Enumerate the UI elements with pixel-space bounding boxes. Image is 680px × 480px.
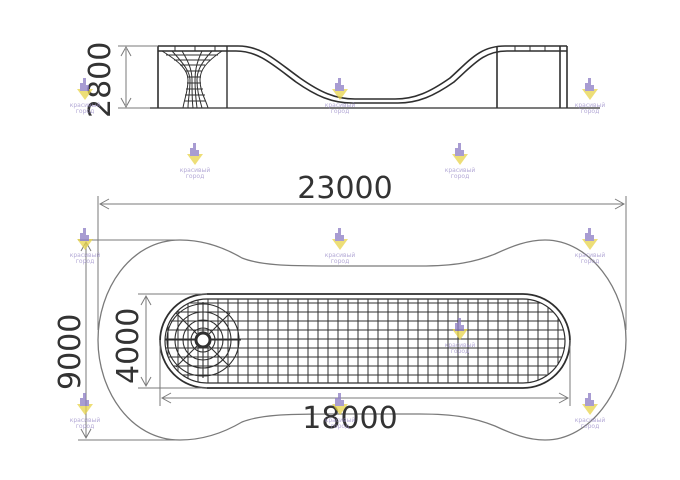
watermark-text: город (581, 423, 599, 430)
hourglass-net (161, 50, 223, 109)
frame-outline-inner (164, 298, 566, 384)
watermark-text: город (76, 258, 94, 265)
top-rail-upper (158, 45, 567, 100)
watermark-text: город (76, 423, 94, 430)
watermark-text: красивый (325, 252, 356, 259)
watermark-text: красивый (70, 417, 101, 424)
watermark-text: красивый (70, 102, 101, 109)
overall-length-label: 23000 (297, 171, 392, 206)
watermark-buildings (190, 143, 199, 156)
watermark-buildings (455, 318, 464, 331)
frame-outline-outer (159, 293, 571, 389)
watermark-buildings (585, 78, 594, 91)
watermark-text: город (581, 258, 599, 265)
safety-zone-outline (97, 239, 627, 441)
watermark-text: красивый (445, 342, 476, 349)
frame-length-label: 18000 (302, 401, 397, 436)
watermark-text: город (331, 258, 349, 265)
watermark-buildings (585, 228, 594, 241)
center-post (194, 331, 212, 349)
watermark-text: город (451, 173, 469, 180)
net-frame (159, 293, 571, 389)
watermark-text: красивый (575, 102, 606, 109)
watermark-triangle (77, 89, 93, 100)
watermark-buildings (335, 393, 344, 406)
watermark-buildings (585, 393, 594, 406)
watermark-text: красивый (70, 252, 101, 259)
watermark-triangle (452, 329, 468, 340)
watermark-text: город (331, 108, 349, 115)
watermark-text: красивый (575, 252, 606, 259)
circular-web (165, 302, 241, 378)
watermark-buildings (335, 228, 344, 241)
watermark-triangle (332, 239, 348, 250)
elevation-height-label: 2800 (83, 42, 118, 118)
watermark-text: город (451, 348, 469, 355)
side-elevation (150, 45, 600, 109)
watermark-triangle (77, 239, 93, 250)
overall-width-label: 9000 (53, 314, 88, 390)
watermark-buildings (80, 393, 89, 406)
plan-dimensions (78, 196, 627, 441)
watermark-text: город (76, 108, 94, 115)
watermark-text: город (581, 108, 599, 115)
watermark-layer: красивыйгородкрасивыйгородкрасивыйгородк… (70, 78, 606, 430)
watermark-text: красивый (445, 167, 476, 174)
watermark-text: красивый (180, 167, 211, 174)
watermark-buildings (335, 78, 344, 91)
watermark-triangle (332, 404, 348, 415)
elevation-height-dimension (118, 45, 158, 109)
frame-width-label: 4000 (111, 308, 146, 384)
watermark-text: город (186, 173, 204, 180)
watermark-triangle (582, 404, 598, 415)
top-rail-lower (158, 50, 567, 104)
top-rail-rungs (174, 46, 546, 51)
watermark-text: город (331, 423, 349, 430)
watermark-triangle (77, 404, 93, 415)
watermark-triangle (452, 154, 468, 165)
watermark-text: красивый (325, 417, 356, 424)
watermark-triangle (582, 239, 598, 250)
watermark-buildings (80, 78, 89, 91)
watermark-text: красивый (325, 102, 356, 109)
watermark-triangle (332, 89, 348, 100)
net-grid (165, 299, 565, 383)
watermark-triangle (187, 154, 203, 165)
watermark-text: красивый (575, 417, 606, 424)
watermark-buildings (80, 228, 89, 241)
watermark-triangle (582, 89, 598, 100)
watermark-buildings (455, 143, 464, 156)
